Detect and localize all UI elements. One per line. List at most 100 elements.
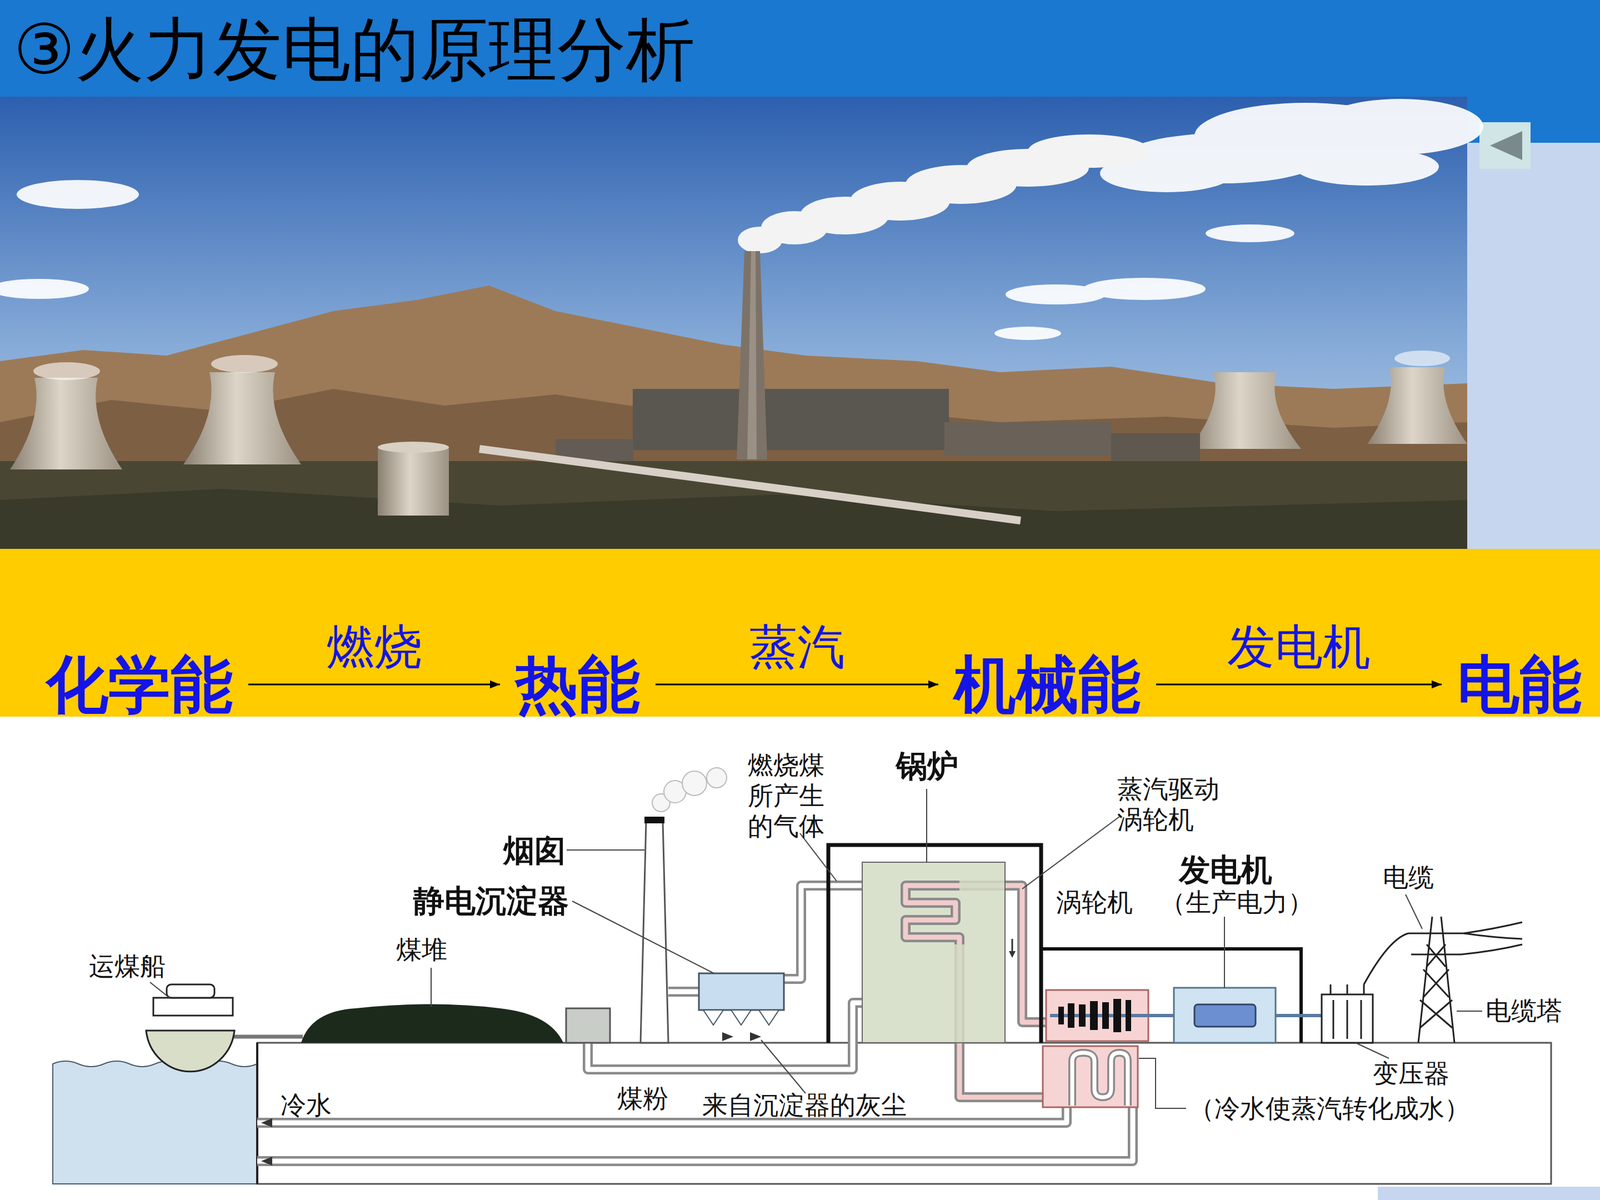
boiler — [828, 845, 1042, 1043]
conversion-label: 发电机 — [1227, 620, 1371, 674]
title-bar — [0, 0, 1600, 97]
boiler — [905, 885, 960, 945]
leader-lines — [1022, 816, 1120, 889]
electrostatic-precipitator — [750, 1032, 762, 1042]
cable-tower — [1423, 969, 1449, 998]
pipes — [587, 1002, 863, 1070]
energy-name: 机械能 — [953, 648, 1141, 721]
slide-title: ③火力发电的原理分析 — [13, 8, 695, 90]
back-button — [1479, 122, 1531, 169]
energy-conversion-arrow — [655, 683, 939, 685]
turbine — [1102, 1002, 1109, 1029]
conversion-label: 燃烧 — [326, 620, 423, 674]
coal-pile — [301, 1004, 564, 1044]
coal-ship — [153, 997, 233, 1016]
power-plant-photo — [211, 355, 278, 373]
pipes — [257, 1107, 1133, 1162]
leader-lines — [926, 788, 928, 863]
power-plant-photo — [1367, 367, 1468, 444]
condenser — [1042, 1046, 1138, 1108]
turbine — [1090, 1001, 1098, 1030]
part-label: 冷水 — [280, 1090, 332, 1121]
power-plant-photo — [1027, 134, 1150, 168]
power-plant-photo — [736, 251, 768, 460]
part-label: （冷水使蒸汽转化成水） — [1188, 1093, 1470, 1124]
turbine — [1067, 1003, 1075, 1028]
pipes — [261, 1118, 273, 1166]
power-plant-photo — [1316, 98, 1484, 155]
sea — [52, 1061, 258, 1184]
boiler — [905, 885, 960, 945]
power-plant-photo — [944, 422, 1112, 456]
power-plant-photo — [0, 96, 1484, 550]
transformer — [1346, 1000, 1349, 1039]
boiler — [862, 862, 1005, 1043]
power-plant-photo — [183, 372, 302, 465]
energy-conversion-arrow — [248, 683, 500, 685]
generator — [1173, 987, 1276, 1043]
power-plant-photo — [33, 362, 100, 380]
leader-lines — [566, 849, 645, 851]
condenser — [1072, 1052, 1128, 1106]
cable-tower — [1420, 1000, 1453, 1028]
cable-tower — [1423, 969, 1449, 998]
leader-lines — [761, 1040, 806, 1094]
turbine — [1078, 1004, 1086, 1027]
part-label: 运煤船 — [88, 951, 166, 982]
power-plant-photo — [0, 461, 1468, 550]
leader-lines — [1355, 1042, 1389, 1059]
power-plant-photo — [0, 96, 1468, 550]
title-bar — [0, 0, 1600, 550]
leader-lines — [150, 982, 170, 998]
coal-mill — [566, 1008, 610, 1043]
energy-form: 机械能 — [938, 646, 1157, 723]
boiler — [828, 845, 1042, 1043]
power-plant-photo — [1294, 147, 1439, 186]
energy-form: 化学能 — [30, 646, 249, 723]
leader-lines — [1138, 1058, 1187, 1109]
part-label: 烟囱 — [503, 831, 566, 869]
pipes — [587, 1002, 863, 1070]
coal-pile — [301, 1004, 564, 1044]
power-plant-photo — [377, 447, 449, 516]
transformer — [1346, 984, 1349, 995]
power-plant-photo — [747, 251, 757, 460]
back-button — [1490, 131, 1523, 160]
pipes — [783, 885, 863, 979]
part-label: 电缆塔 — [1485, 995, 1563, 1027]
generator — [1194, 1004, 1256, 1027]
chimney — [644, 816, 665, 824]
leader-lines — [430, 967, 432, 1007]
cable-tower — [1461, 944, 1523, 955]
part-label: 发电机 — [1178, 851, 1273, 889]
boiler — [905, 885, 960, 945]
chimney — [640, 821, 669, 1043]
turbine — [1058, 998, 1132, 1033]
pipes — [668, 989, 699, 995]
energy-name: 化学能 — [46, 648, 233, 721]
turbine — [1125, 1000, 1132, 1032]
cable-tower — [1463, 922, 1523, 934]
electrostatic-precipitator — [722, 1032, 734, 1042]
chimney — [652, 767, 727, 812]
power-plant-photo — [0, 285, 1468, 550]
turbine — [1113, 998, 1122, 1033]
part-label: 煤堆 — [396, 934, 448, 965]
energy-form: 电能 — [1441, 646, 1598, 723]
sea — [52, 1061, 258, 1184]
part-label: 来自沉淀器的灰尘 — [702, 1090, 907, 1121]
leader-lines — [1405, 894, 1423, 929]
cable-tower — [1420, 1000, 1453, 1028]
leader-lines — [572, 901, 714, 974]
coal-mill — [566, 1008, 610, 1043]
energy-conversion-arrow — [1156, 683, 1442, 685]
cable-tower — [1426, 944, 1446, 967]
turbine — [1058, 1006, 1064, 1025]
coal-ship — [227, 1035, 303, 1039]
part-label: （生产电力） — [1160, 887, 1314, 918]
cable-tower — [1426, 944, 1446, 967]
condenser — [1042, 1046, 1138, 1108]
energy-name: 电能 — [1457, 648, 1582, 721]
